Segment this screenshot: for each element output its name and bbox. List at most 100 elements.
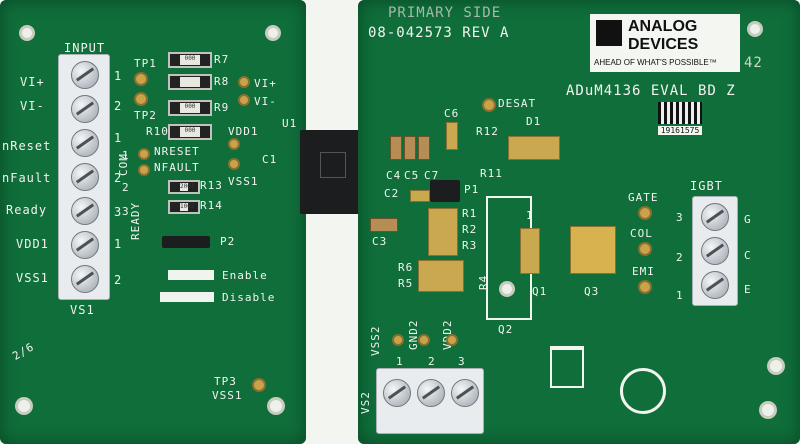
c6-label: C6 xyxy=(444,107,460,120)
r12-label: R12 xyxy=(476,125,499,138)
r10-code: 000 xyxy=(180,127,200,137)
vdd1-pad[interactable] xyxy=(230,140,238,148)
resistor-r10: 000 xyxy=(168,124,212,140)
igbt-letter-c: C xyxy=(744,249,752,262)
vss2-label: VSS2 xyxy=(369,325,382,357)
gnd2-pad[interactable] xyxy=(420,336,428,344)
c2-label: C2 xyxy=(384,187,400,200)
vdd1-label: VDD1 xyxy=(228,125,259,138)
r5-label: R5 xyxy=(398,277,414,290)
tp3-pad[interactable] xyxy=(254,380,264,390)
terminal-screw[interactable] xyxy=(71,95,99,123)
resistor-r14: 1002 xyxy=(168,200,200,214)
logo-line1: ANALOG xyxy=(628,18,698,35)
input-pin-num: 3 xyxy=(114,205,123,219)
emi-pad[interactable] xyxy=(640,282,650,292)
p2-jumper-header[interactable] xyxy=(162,236,210,248)
vdd2-label: VDD2 xyxy=(441,319,454,351)
jumper-pin-num: 3 xyxy=(122,205,130,218)
vi-minus-label: VI- xyxy=(254,95,277,108)
terminal-screw[interactable] xyxy=(701,271,729,299)
terminal-screw[interactable] xyxy=(71,163,99,191)
resistor-r7: 000 xyxy=(168,52,212,68)
nreset-pad[interactable] xyxy=(140,150,148,158)
terminal-screw[interactable] xyxy=(71,129,99,157)
enable-label: Enable xyxy=(222,269,268,282)
input-pin-num: 1 xyxy=(114,237,123,251)
terminal-screw[interactable] xyxy=(701,237,729,265)
c5-label: C5 xyxy=(404,169,420,182)
resistor-r8 xyxy=(168,74,212,90)
mounting-hole xyxy=(268,28,278,38)
vss1-pad[interactable] xyxy=(230,160,238,168)
input-label-nfault: nFault xyxy=(2,171,52,185)
adi-triangle-icon xyxy=(596,20,622,46)
resistor-r13: 2001 xyxy=(168,180,200,194)
input-pin-num: 1 xyxy=(114,69,123,83)
emi-label: EMI xyxy=(632,265,655,278)
diode-d1 xyxy=(508,136,560,160)
secondary-board-right: PRIMARY SIDE 08-042573 REV A ANALOG DEVI… xyxy=(358,0,800,444)
igbt-num: 1 xyxy=(676,289,684,302)
terminal-screw[interactable] xyxy=(71,197,99,225)
q3-label: Q3 xyxy=(584,285,600,298)
r11-label: R11 xyxy=(480,167,503,180)
ready-label: READY xyxy=(129,201,142,240)
transistor-q3 xyxy=(570,226,616,274)
disable-marker xyxy=(160,292,214,302)
terminal-screw[interactable] xyxy=(383,379,411,407)
mounting-hole xyxy=(770,360,782,372)
igbt-letter-g: G xyxy=(744,213,752,226)
disable-label: Disable xyxy=(222,291,276,304)
capacitor-c2 xyxy=(410,190,430,202)
q2-hole xyxy=(502,284,512,294)
mounting-hole xyxy=(762,404,774,416)
tp1-pad[interactable] xyxy=(136,74,146,84)
vss2-pad[interactable] xyxy=(394,336,402,344)
igbt-num: 3 xyxy=(676,211,684,224)
r8-label: R8 xyxy=(214,75,230,88)
r9-code: 000 xyxy=(180,103,200,113)
terminal-screw[interactable] xyxy=(451,379,479,407)
c1-label: C1 xyxy=(262,153,278,166)
p1-jumper-header[interactable] xyxy=(430,180,460,202)
tp2-pad[interactable] xyxy=(136,94,146,104)
desat-pad[interactable] xyxy=(484,100,494,110)
board-gap xyxy=(306,0,358,444)
nfault-pad[interactable] xyxy=(140,166,148,174)
desat-label: DESAT xyxy=(498,97,537,110)
left-hand-mark: 2/6 xyxy=(10,340,37,363)
capacitor-c3 xyxy=(370,218,398,232)
weee-bin-icon xyxy=(550,346,584,388)
q1-label: Q1 xyxy=(532,285,548,298)
resistor-array xyxy=(418,260,464,292)
terminal-screw[interactable] xyxy=(71,265,99,293)
gate-label: GATE xyxy=(628,191,659,204)
col-pad[interactable] xyxy=(640,244,650,254)
data-matrix-code xyxy=(658,102,702,124)
igbt-title: IGBT xyxy=(690,179,723,193)
vs2-title: VS2 xyxy=(359,391,372,414)
r9-label: R9 xyxy=(214,101,230,114)
terminal-screw[interactable] xyxy=(71,231,99,259)
capacitor-c5 xyxy=(404,136,416,160)
igbt-num: 2 xyxy=(676,251,684,264)
tp3-net-label: VSS1 xyxy=(212,389,243,402)
vdd2-pad[interactable] xyxy=(448,336,456,344)
terminal-screw[interactable] xyxy=(701,203,729,231)
vi-minus-pad[interactable] xyxy=(240,96,248,104)
terminal-screw[interactable] xyxy=(417,379,445,407)
terminal-screw[interactable] xyxy=(71,61,99,89)
capacitor-c6 xyxy=(446,122,458,150)
input-pin-num: 2 xyxy=(114,99,123,113)
gate-pad[interactable] xyxy=(640,208,650,218)
vs2-num: 2 xyxy=(428,355,436,368)
r14-label: R14 xyxy=(200,199,223,212)
input-title: INPUT xyxy=(64,41,106,55)
c7-label: C7 xyxy=(424,169,440,182)
q2-label: Q2 xyxy=(498,323,514,336)
vi-plus-pad[interactable] xyxy=(240,78,248,86)
input-label-vi-minus: VI- xyxy=(20,99,45,113)
r7-label: R7 xyxy=(214,53,230,66)
jumper-pin-num: 1 xyxy=(122,149,130,162)
